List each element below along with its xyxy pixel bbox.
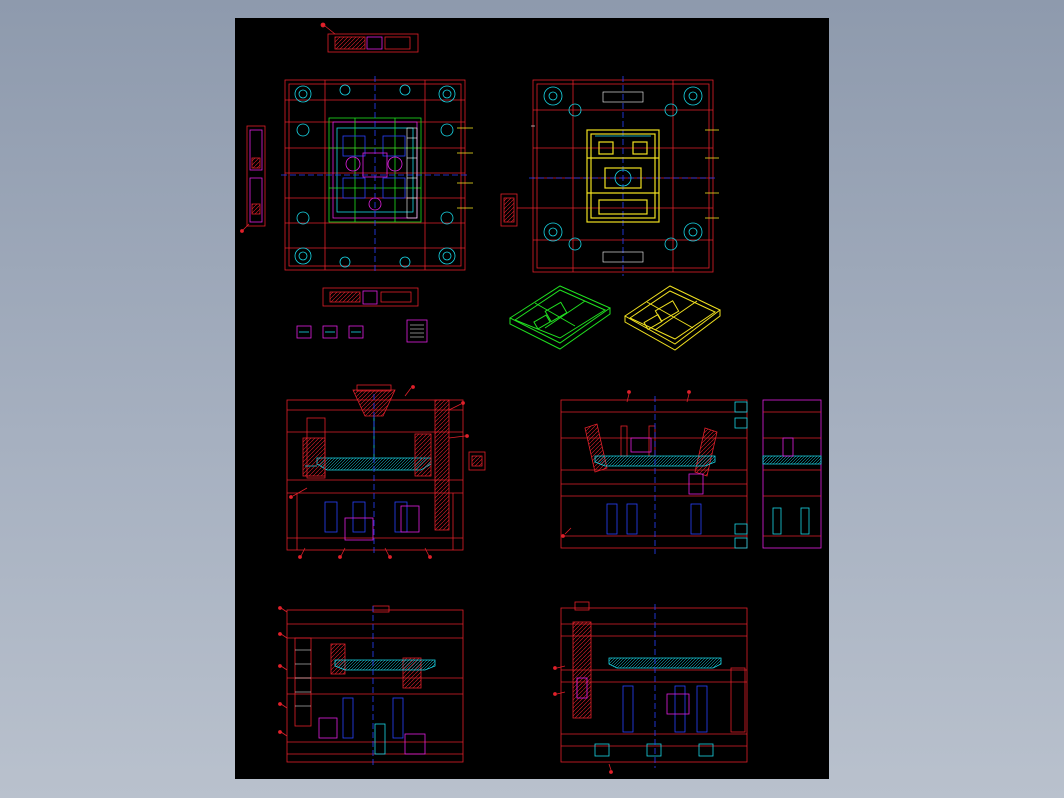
plan-view-moving-half — [240, 22, 473, 343]
section-d — [553, 601, 748, 774]
drawing-sheet[interactable] — [235, 18, 829, 779]
iso-part-green — [508, 285, 612, 350]
section-c — [278, 605, 464, 766]
ejector-detail-top — [320, 22, 419, 53]
plan-view-fixed-half — [500, 76, 719, 276]
iso-part-yellow — [624, 285, 721, 351]
section-a — [286, 384, 486, 559]
cad-drawing-canvas[interactable] — [235, 18, 829, 779]
section-b — [560, 390, 748, 554]
section-b-detail — [762, 399, 822, 549]
